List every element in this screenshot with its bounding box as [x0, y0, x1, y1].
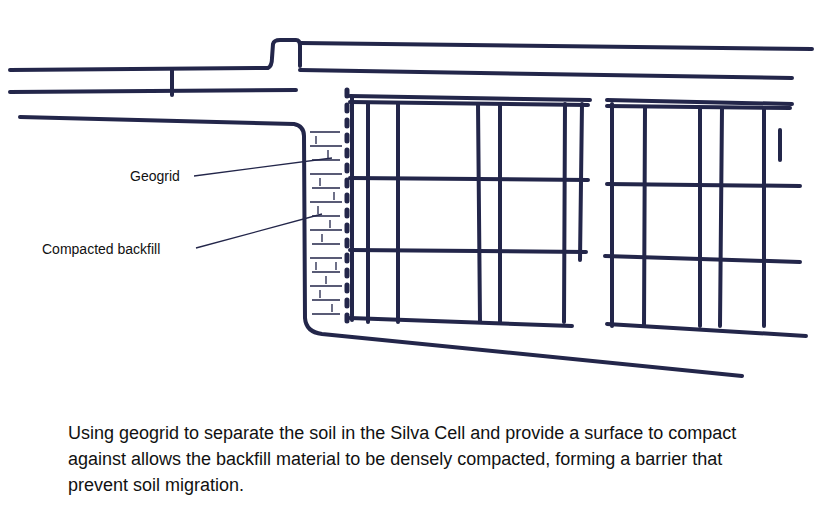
cell-deck	[607, 184, 800, 186]
geogrid	[345, 90, 350, 326]
part-label: Geogrid	[130, 168, 180, 185]
cell-deck	[350, 96, 590, 100]
leader-line	[196, 214, 322, 248]
cell-post	[720, 108, 722, 326]
cell-post	[778, 130, 782, 160]
cell-post	[478, 104, 480, 322]
cell-post	[610, 104, 614, 326]
cell-post	[498, 104, 502, 322]
cell-deck	[350, 318, 572, 326]
cell-deck	[605, 256, 800, 262]
caption: Using geogrid to separate the soil in th…	[68, 420, 768, 498]
part-label: Compacted backfill	[42, 241, 160, 258]
cell-post	[366, 104, 370, 322]
joint-line	[170, 70, 174, 95]
cell-post	[396, 104, 400, 322]
pavement-line	[300, 43, 812, 49]
cell-post	[564, 104, 565, 322]
cell-post	[350, 98, 354, 320]
excavation-line	[20, 117, 742, 376]
cell-post	[762, 108, 766, 326]
pavement-line	[10, 40, 300, 70]
cell-post	[644, 108, 645, 326]
pavement-line	[300, 70, 792, 78]
cell-deck	[607, 100, 792, 104]
cell-deck	[607, 324, 806, 336]
pavement-line	[10, 90, 296, 92]
cell-deck	[350, 250, 586, 252]
cell-deck	[350, 178, 588, 180]
leader-line	[194, 158, 332, 176]
cell-deck	[350, 102, 588, 105]
cell-post	[580, 104, 582, 260]
cell-post	[698, 108, 702, 326]
